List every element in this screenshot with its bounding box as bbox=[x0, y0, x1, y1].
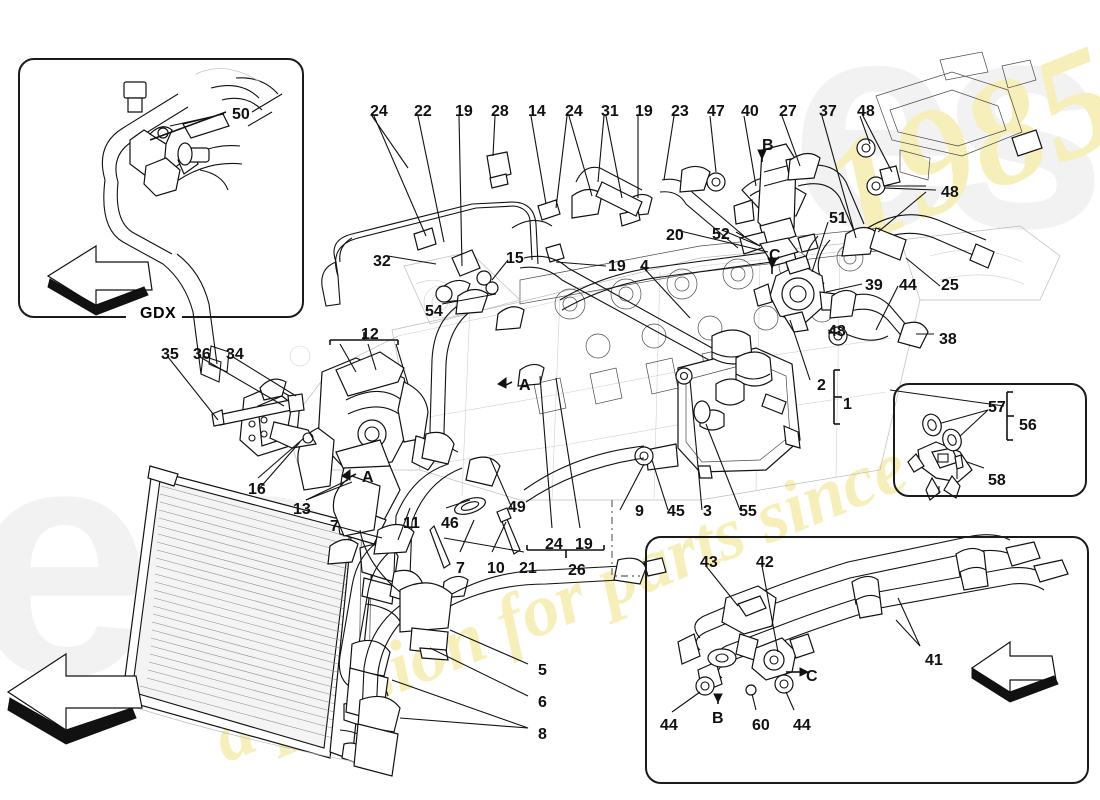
callout-number-50: 50 bbox=[232, 106, 250, 123]
callout-number-20: 20 bbox=[666, 227, 684, 244]
lower-radiator-hoses bbox=[338, 523, 667, 777]
callout-number-4: 4 bbox=[640, 258, 649, 275]
callout-number-19: 19 bbox=[635, 103, 653, 120]
callout-number-51: 51 bbox=[829, 210, 847, 227]
callout-number-34: 34 bbox=[226, 346, 244, 363]
callout-number-41: 41 bbox=[925, 652, 943, 669]
callout-number-45: 45 bbox=[667, 503, 685, 520]
callout-number-40: 40 bbox=[741, 103, 759, 120]
callout-number-55: 55 bbox=[739, 503, 757, 520]
callout-number-52: 52 bbox=[712, 226, 730, 243]
inset-56-artwork bbox=[907, 413, 973, 501]
callout-number-19: 19 bbox=[455, 103, 473, 120]
marker-a-2: A bbox=[362, 469, 374, 486]
callout-number-24: 24 bbox=[565, 103, 583, 120]
callout-number-23: 23 bbox=[671, 103, 689, 120]
callout-number-44: 44 bbox=[660, 717, 678, 734]
callout-number-7: 7 bbox=[456, 560, 465, 577]
callout-number-16: 16 bbox=[248, 481, 266, 498]
callout-number-15: 15 bbox=[506, 250, 524, 267]
callout-number-49: 49 bbox=[508, 499, 526, 516]
callout-number-13: 13 bbox=[293, 501, 311, 518]
connector-52 bbox=[735, 231, 799, 261]
expansion-tank bbox=[523, 329, 801, 503]
callout-number-36: 36 bbox=[193, 346, 211, 363]
gdx-inset-artwork bbox=[46, 68, 283, 383]
panel-56 bbox=[893, 383, 1087, 497]
inset-41-artwork bbox=[671, 534, 1069, 713]
callout-number-14: 14 bbox=[528, 103, 546, 120]
callout-number-6: 6 bbox=[538, 694, 547, 711]
callout-number-46: 46 bbox=[441, 515, 459, 532]
callout-number-56: 56 bbox=[1019, 417, 1037, 434]
callout-number-54: 54 bbox=[425, 303, 443, 320]
marker-c-top: C bbox=[769, 247, 781, 264]
callout-number-10: 10 bbox=[487, 560, 505, 577]
callout-number-27: 27 bbox=[779, 103, 797, 120]
callout-number-39: 39 bbox=[865, 277, 883, 294]
callout-number-26: 26 bbox=[568, 562, 586, 579]
callout-number-42: 42 bbox=[756, 554, 774, 571]
callout-number-58: 58 bbox=[988, 472, 1006, 489]
callout-number-57: 57 bbox=[988, 399, 1006, 416]
callout-number-3: 3 bbox=[703, 503, 712, 520]
callout-number-2: 2 bbox=[817, 377, 826, 394]
callout-number-8: 8 bbox=[538, 726, 547, 743]
bracket-lines bbox=[329, 332, 1014, 558]
callout-number-22: 22 bbox=[414, 103, 432, 120]
callout-number-60: 60 bbox=[752, 717, 770, 734]
callout-number-43: 43 bbox=[700, 554, 718, 571]
callout-number-48: 48 bbox=[941, 184, 959, 201]
panel-gdx bbox=[18, 58, 304, 318]
callout-number-32: 32 bbox=[373, 253, 391, 270]
right-pump-and-hoses bbox=[706, 51, 1043, 349]
callout-number-44: 44 bbox=[899, 277, 917, 294]
callout-number-47: 47 bbox=[707, 103, 725, 120]
callout-number-7: 7 bbox=[330, 518, 339, 535]
callout-number-28: 28 bbox=[491, 103, 509, 120]
callout-number-48: 48 bbox=[828, 323, 846, 340]
callout-number-19: 19 bbox=[575, 536, 593, 553]
section-marker-arrows bbox=[341, 149, 778, 481]
callout-number-1: 1 bbox=[843, 396, 852, 413]
gdx-label: GDX bbox=[140, 305, 177, 322]
marker-c-inset: C bbox=[806, 668, 818, 685]
marker-b-top: B bbox=[762, 137, 774, 154]
callout-number-24: 24 bbox=[370, 103, 388, 120]
panel-gdx-label-gap bbox=[126, 306, 182, 324]
callout-number-12: 12 bbox=[361, 326, 379, 343]
marker-a-1: A bbox=[519, 377, 531, 394]
callout-number-44: 44 bbox=[793, 717, 811, 734]
callout-leaders bbox=[257, 115, 1005, 729]
callout-number-9: 9 bbox=[635, 503, 644, 520]
callout-number-35: 35 bbox=[161, 346, 179, 363]
callout-number-5: 5 bbox=[538, 662, 547, 679]
radiator-assembly bbox=[6, 465, 403, 765]
thermostat-housing-assembly bbox=[167, 343, 439, 545]
callout-number-37: 37 bbox=[819, 103, 837, 120]
callout-number-19: 19 bbox=[608, 258, 626, 275]
callout-number-48: 48 bbox=[857, 103, 875, 120]
callout-number-11: 11 bbox=[403, 515, 420, 532]
callout-number-21: 21 bbox=[519, 560, 537, 577]
callout-number-31: 31 bbox=[601, 103, 619, 120]
panel-41 bbox=[645, 536, 1089, 784]
callout-number-25: 25 bbox=[941, 277, 959, 294]
marker-b-inset: B bbox=[712, 710, 724, 727]
callout-number-38: 38 bbox=[939, 331, 957, 348]
callout-number-24: 24 bbox=[545, 536, 563, 553]
